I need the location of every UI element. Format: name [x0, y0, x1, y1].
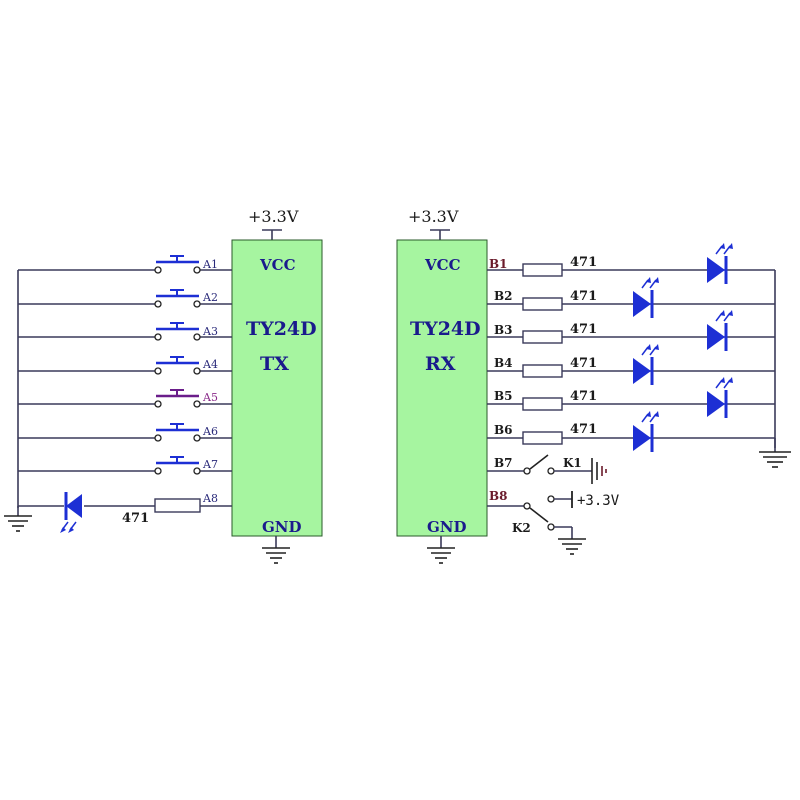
tx-pin-label: A2 — [202, 291, 218, 304]
rx-pin-label: B8 — [489, 489, 508, 503]
switch-k1-label: K1 — [563, 456, 582, 470]
rx-chip-name: TY24D — [410, 318, 481, 340]
rx-pin-label: B2 — [494, 289, 513, 303]
push-button-icon — [154, 255, 201, 274]
tx-chip-name: TY24D — [246, 318, 317, 340]
led-icon — [633, 277, 659, 318]
tx-supply-label: +3.3V — [248, 207, 299, 226]
rx-pin-label: B7 — [494, 456, 513, 470]
switch-contact-icon — [547, 467, 555, 475]
led-icon — [707, 310, 733, 351]
ground-icon — [4, 506, 32, 532]
tx-pin-label: A5 — [202, 391, 218, 404]
push-button-icon — [154, 322, 201, 341]
tx-pin-label: A4 — [202, 358, 218, 371]
rx-resistor-label: 471 — [570, 422, 597, 437]
push-button-icon — [154, 356, 201, 375]
push-button-icon — [154, 289, 201, 308]
led-icon — [633, 411, 659, 452]
push-button-icon — [154, 423, 201, 442]
resistor-icon — [522, 431, 563, 445]
tx-led-resistor-label: 471 — [122, 511, 149, 526]
tx-gnd-label: GND — [262, 518, 302, 536]
rx-chip-mode: RX — [425, 353, 456, 375]
tx-chip — [231, 239, 323, 537]
push-button-icon — [154, 389, 201, 408]
tx-pin-label: A1 — [202, 258, 218, 271]
switch-contact-icon — [523, 502, 531, 510]
ground-icon — [558, 538, 586, 555]
resistor-icon — [522, 364, 563, 378]
rx-module: +3.3V VCC TY24D RX GND — [396, 207, 791, 564]
tx-chip-mode: TX — [260, 353, 289, 375]
switch-k2-label: K2 — [512, 521, 531, 535]
tx-module: +3.3V VCC TY24D TX GND — [4, 207, 323, 564]
rx-resistor-label: 471 — [570, 289, 597, 304]
resistor-icon — [522, 263, 563, 277]
tx-vcc-label: VCC — [259, 256, 296, 274]
rx-resistor-label: 471 — [570, 322, 597, 337]
led-icon — [707, 243, 733, 284]
switch-contact-icon — [547, 523, 555, 531]
led-icon — [60, 492, 82, 533]
resistor-icon — [522, 397, 563, 411]
rx-pin-label: B4 — [494, 356, 513, 370]
switch-k1: B7 K1 — [487, 454, 607, 484]
ground-icon — [262, 536, 290, 564]
tx-pin-label: A6 — [202, 425, 218, 438]
rx-pin-label: B6 — [494, 423, 513, 437]
rx-pin-label: B5 — [494, 389, 513, 403]
led-icon — [707, 377, 733, 418]
ground-icon — [427, 536, 455, 564]
switch-k2: B8 +3.3V K2 — [487, 489, 620, 555]
tx-pin-label: A3 — [202, 325, 218, 338]
rx-supply-label: +3.3V — [408, 207, 459, 226]
rx-chip — [396, 239, 488, 537]
rx-pin-label: B3 — [494, 323, 513, 337]
resistor-icon — [154, 498, 201, 513]
tx-led-row: 471 A8 — [18, 492, 232, 533]
rx-vcc-label: VCC — [424, 256, 461, 274]
rx-output-rows: B1 B2 B3 B4 B5 B6 471 471 471 471 471 47… — [487, 243, 775, 452]
tx-pin-label: A7 — [202, 458, 218, 471]
rx-gnd-label: GND — [427, 518, 467, 536]
switch-contact-icon — [523, 467, 531, 475]
tx-button-rows: A1 A2 A3 A4 A5 A6 A7 — [18, 255, 232, 475]
push-button-icon — [154, 456, 201, 475]
rx-pin-label: B1 — [489, 257, 508, 271]
tx-pin-label: A8 — [202, 492, 218, 505]
resistor-icon — [522, 330, 563, 344]
rx-resistor-label: 471 — [570, 356, 597, 371]
rx-resistor-label: 471 — [570, 255, 597, 270]
switch-contact-icon — [547, 495, 555, 503]
switch-k2-supply-label: +3.3V — [577, 493, 620, 509]
rx-resistor-label: 471 — [570, 389, 597, 404]
ground-icon — [591, 458, 607, 484]
led-icon — [633, 344, 659, 385]
ground-icon — [759, 438, 791, 468]
resistor-icon — [522, 297, 563, 311]
